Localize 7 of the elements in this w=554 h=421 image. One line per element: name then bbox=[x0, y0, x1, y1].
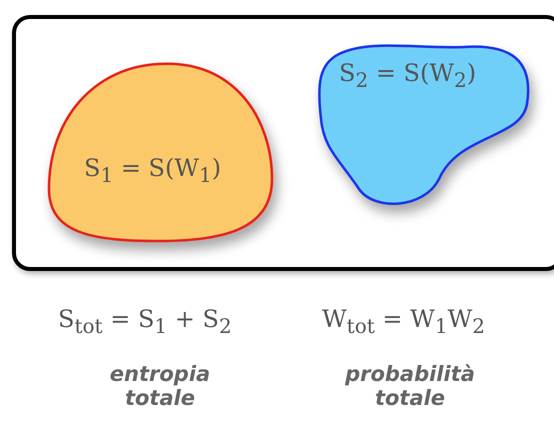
formula: S$_{tot}$ = S$_{1}$ + S$_{2}$ bbox=[58, 305, 233, 338]
formula: S$_{2}$ = S(W$_{2}$) bbox=[339, 59, 476, 92]
formula: W$_{tot}$ = W$_{1}$W$_{2}$ bbox=[322, 305, 486, 338]
caption: probabilità totale bbox=[344, 362, 476, 410]
caption: entropia totale bbox=[108, 362, 212, 410]
formula: S$_{1}$ = S(W$_{1}$) bbox=[84, 154, 222, 187]
system-box bbox=[12, 15, 554, 271]
